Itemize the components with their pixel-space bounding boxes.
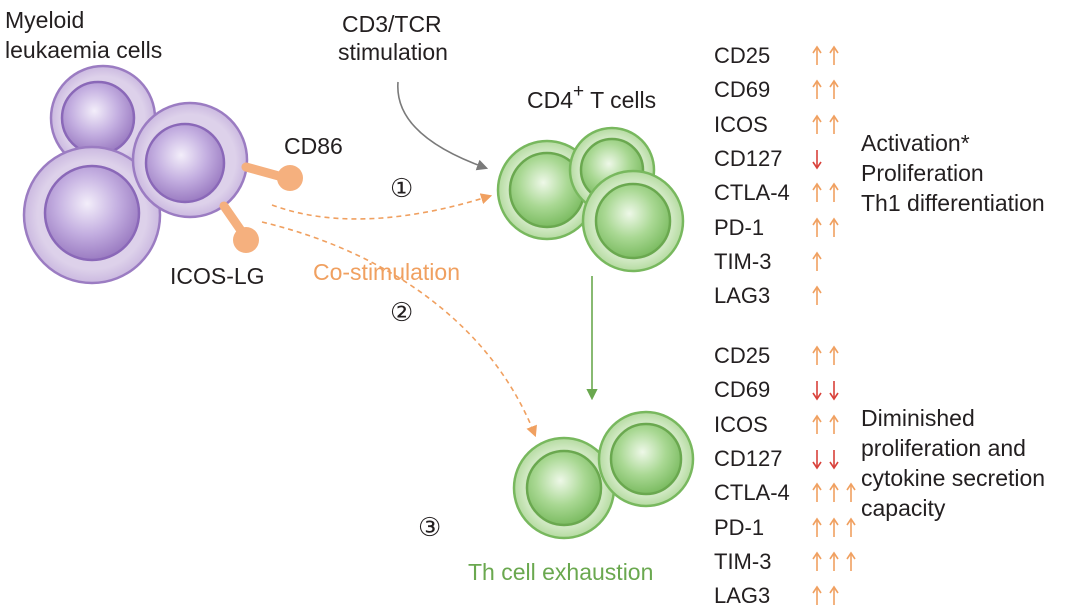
- outcome-line: proliferation and: [861, 435, 1026, 461]
- up-arrow-icon: [812, 182, 822, 209]
- marker-name: CTLA-4: [714, 180, 790, 206]
- down-arrow-icon: [812, 448, 822, 475]
- outcome-line: Diminished: [861, 405, 975, 431]
- tcell-3: [581, 169, 685, 273]
- marker-name: CD127: [714, 145, 783, 171]
- up-arrow-icon: [829, 217, 839, 244]
- up-arrow-icon: [829, 414, 839, 441]
- outcome-line: capacity: [861, 495, 946, 521]
- myeloid-cell-left: [22, 145, 162, 285]
- down-arrow-icon: [829, 379, 839, 406]
- marker-name: TIM-3: [714, 548, 772, 574]
- marker-name: CD69: [714, 77, 771, 103]
- cd86-label: CD86: [284, 133, 343, 159]
- myeloid-cell-top: [49, 64, 157, 172]
- up-arrow-icon: [812, 345, 822, 372]
- step-2-marker: ②: [390, 298, 414, 328]
- up-arrow-icon: [846, 551, 856, 578]
- costim-arrow-2: [261, 221, 537, 438]
- outcome-line: Activation*: [861, 130, 970, 156]
- marker-name: LAG3: [714, 283, 771, 309]
- up-arrow-icon: [829, 114, 839, 141]
- marker-name: TIM-3: [714, 248, 772, 274]
- down-arrow-icon: [829, 448, 839, 475]
- marker-name: PD-1: [714, 514, 765, 540]
- marker-name: ICOS: [714, 111, 768, 137]
- myeloid-cell-right: [131, 101, 249, 219]
- up-arrow-icon: [829, 182, 839, 209]
- up-arrow-icon: [812, 414, 822, 441]
- icoslg-label: ICOS-LG: [170, 263, 265, 289]
- up-arrow-icon: [812, 79, 822, 106]
- up-arrow-icon: [812, 114, 822, 141]
- up-arrow-icon: [829, 45, 839, 72]
- up-arrow-icon: [829, 585, 839, 612]
- up-arrow-icon: [812, 585, 822, 612]
- costim-arrow-1: [271, 193, 493, 220]
- myeloid-label-line2: leukaemia cells: [5, 37, 163, 63]
- up-arrow-icon: [829, 551, 839, 578]
- up-arrow-icon: [812, 517, 822, 544]
- outcome-line: Proliferation: [861, 160, 984, 186]
- down-arrow-icon: [812, 379, 822, 406]
- up-arrow-icon: [829, 345, 839, 372]
- up-arrow-icon: [829, 482, 839, 509]
- marker-name: CD25: [714, 343, 771, 368]
- cd4-label-prefix: CD4: [527, 87, 574, 113]
- tcr-label-line1: CD3/TCR: [342, 11, 442, 37]
- marker-name: CD127: [714, 445, 783, 471]
- exhaustion-label: Th cell exhaustion: [468, 559, 654, 585]
- step-1-marker: ①: [390, 174, 414, 204]
- marker-name: ICOS: [714, 411, 768, 437]
- exhausted-tcell-2: [597, 410, 695, 508]
- marker-name: CD25: [714, 43, 771, 68]
- marker-name: CTLA-4: [714, 480, 790, 506]
- marker-name: LAG3: [714, 583, 771, 609]
- icoslg-ligand: [219, 201, 259, 253]
- cd4-label-suffix: T cells: [584, 87, 657, 113]
- outcome-line: cytokine secretion: [861, 465, 1046, 491]
- tcr-stimulation-arrow: [397, 81, 489, 171]
- up-arrow-icon: [812, 285, 822, 312]
- step-3-marker: ③: [418, 513, 442, 543]
- cd4-tcells-label: CD4+ T cells: [527, 82, 657, 114]
- up-arrow-icon: [812, 251, 822, 278]
- tcr-label-line2: stimulation: [338, 39, 448, 65]
- up-arrow-icon: [812, 551, 822, 578]
- up-arrow-icon: [829, 79, 839, 106]
- myeloid-label-line1: Myeloid: [5, 7, 85, 33]
- up-arrow-icon: [829, 517, 839, 544]
- outcome-line: Th1 differentiation: [861, 190, 1045, 216]
- down-arrow-icon: [812, 148, 822, 175]
- costimulation-label: Co-stimulation: [313, 259, 460, 285]
- up-arrow-icon: [812, 217, 822, 244]
- up-arrow-icon: [812, 482, 822, 509]
- up-arrow-icon: [846, 482, 856, 509]
- cd86-ligand: [241, 162, 303, 191]
- up-arrow-icon: [846, 517, 856, 544]
- marker-name: CD69: [714, 377, 771, 403]
- marker-name: PD-1: [714, 214, 765, 240]
- up-arrow-icon: [812, 45, 822, 72]
- cd4-label-sup: +: [573, 81, 585, 103]
